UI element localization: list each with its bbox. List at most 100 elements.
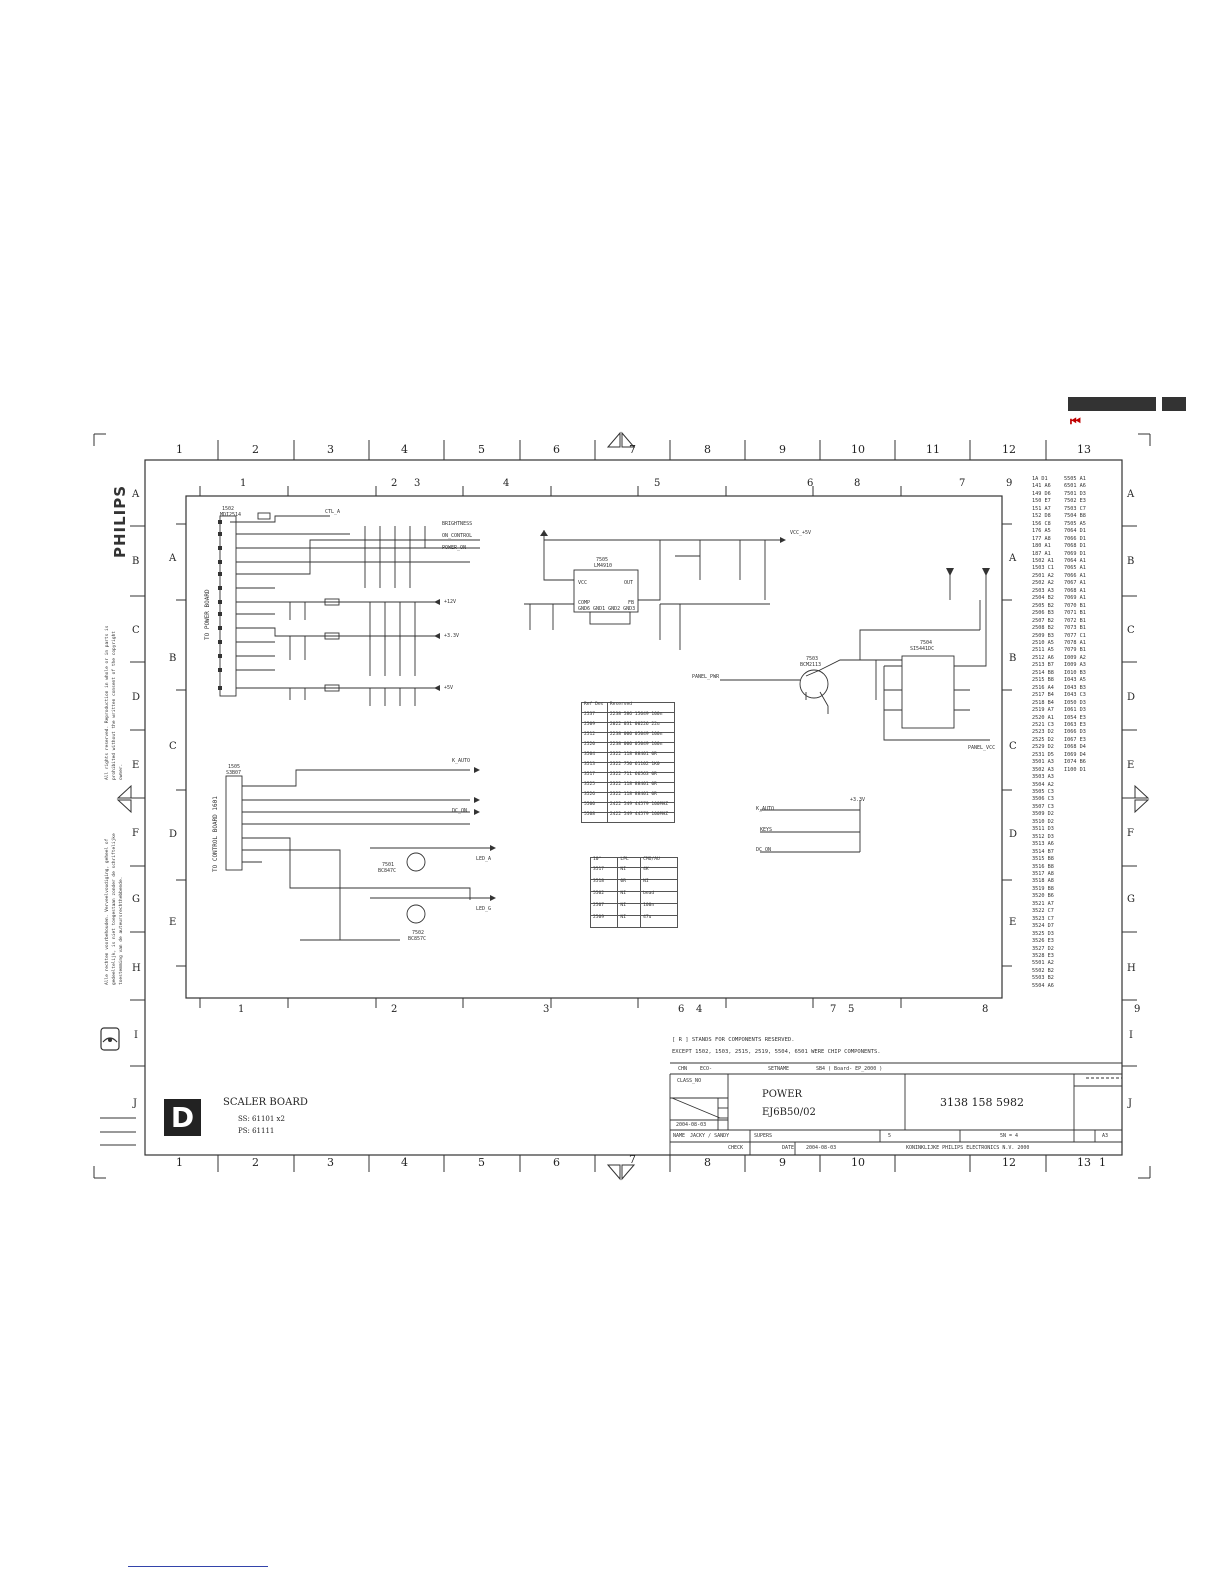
nav-button-small[interactable] — [1162, 397, 1186, 411]
ref-index-col-1: 1A D1 141 A6 149 D6 150 E7 151 A7 152 D8… — [1032, 476, 1054, 989]
grid-row-right-f: F — [1127, 828, 1134, 839]
grid-col-bottom-2: 2 — [252, 1156, 259, 1169]
grid-row-right-j: J — [1128, 1098, 1133, 1109]
q7502-part: BC857C — [408, 936, 427, 942]
grid-row-right-a: A — [1127, 489, 1135, 500]
inner-row-right-b: B — [1009, 653, 1017, 664]
inner-col-bottom-1: 1 — [238, 1004, 245, 1015]
table-cell: 3518 — [589, 879, 619, 892]
back-icon[interactable]: ⏮ — [1070, 414, 1081, 428]
nav-button-bar[interactable] — [1068, 397, 1156, 411]
table-cell: 2537 — [581, 712, 608, 723]
table-cell: 2322 118 88401 0R — [606, 752, 676, 763]
inner-row-right-d: D — [1009, 829, 1018, 840]
q7501-part: BC847C — [378, 868, 397, 874]
chn-value: ECO- — [700, 1066, 713, 1072]
table-cell: 3517 — [589, 867, 619, 880]
net-panel-pwr: PANEL_PWR — [692, 674, 720, 680]
inner-col-bottom-7: 7 — [830, 1004, 837, 1015]
q7504-part: SI5441DC — [910, 646, 935, 652]
u7505-pin-comp: COMP — [578, 600, 591, 606]
control-board-label: TO CONTROL BOARD 1601 — [212, 796, 219, 872]
document-number: 3138 158 5982 — [940, 1096, 1024, 1109]
grid-row-left-a: A — [132, 489, 140, 500]
inner-col-top-6: 6 — [807, 478, 814, 489]
net-led-g: LED_G — [476, 906, 492, 912]
table-cell: 2238 000 05049 100n — [606, 732, 676, 743]
u7505-pin-gnd: GND6 GND1 GND2 GND3 — [578, 606, 636, 612]
net-brightness: BRIGHTNESS — [442, 521, 473, 527]
copyright-line: KONINKLIJKE PHILIPS ELECTRONICS N.V. 200… — [906, 1145, 1030, 1151]
table-cell: 2509 — [581, 722, 608, 733]
inner-row-right-e: E — [1009, 917, 1017, 928]
net-k-auto-right: K_AUTO — [756, 806, 775, 812]
u7505-ref: 7505 — [596, 557, 609, 563]
inner-row-right-a: A — [1009, 553, 1017, 564]
table-cell: 47u — [640, 915, 678, 928]
ref-index-col-2: 5505 A1 6501 A6 7501 D3 7502 E3 7503 C7 … — [1064, 476, 1086, 773]
paper-size: A3 — [1102, 1133, 1109, 1139]
grid-col-bottom-8: 8 — [704, 1156, 711, 1169]
net-dc-on-left: DC_ON — [452, 808, 468, 814]
table-cell: 2422 549 44579 100MHZ — [606, 812, 676, 823]
board-ps: PS: 61111 — [238, 1127, 275, 1135]
inner-row-left-d: D — [169, 829, 178, 840]
first-date: 2004-08-03 — [676, 1122, 707, 1128]
table-cell: 2512 — [581, 732, 608, 743]
grid-row-right-d: D — [1127, 692, 1136, 703]
inner-col-bottom-2: 2 — [391, 1004, 398, 1015]
grid-col-2: 2 — [252, 443, 259, 456]
inner-col-bottom-6: 6 — [678, 1004, 685, 1015]
inner-col-bottom-5: 5 — [848, 1004, 855, 1015]
inner-col-top-8: 8 — [854, 478, 861, 489]
table-cell: 0R — [617, 879, 642, 892]
grid-col-10: 10 — [851, 443, 865, 456]
grid-col-bottom-9: 9 — [779, 1156, 786, 1169]
grid-row-right-h: H — [1127, 963, 1136, 974]
grid-col-4: 4 — [401, 443, 408, 456]
philips-shield-icon — [100, 1027, 120, 1051]
u7505-pin-vcc: VCC — [578, 580, 588, 586]
u7505-part: LM4910 — [594, 563, 613, 569]
power-board-label: TO POWER BOARD — [204, 589, 211, 640]
footer-link-underline[interactable] — [128, 1566, 268, 1567]
table-cell: 3526 — [581, 792, 608, 803]
inner-col-top-7: 7 — [959, 478, 966, 489]
grid-row-right-e: E — [1127, 760, 1135, 771]
table-cell: 5500 — [581, 802, 608, 813]
table-cell: 3517 — [581, 772, 608, 783]
table-header-cell: Reserved — [606, 702, 676, 713]
name-label: NAME — [673, 1133, 686, 1139]
net-power-on: POWER_ON — [442, 545, 467, 551]
grid-col-5: 5 — [478, 443, 485, 456]
inner-row-left-b: B — [169, 653, 177, 664]
table-cell: 2238 586 15649 100n — [606, 712, 676, 723]
table-cell: 5502 — [589, 891, 619, 904]
grid-row-left-i: I — [134, 1030, 138, 1041]
grid-row-left-g: G — [132, 894, 140, 905]
grid-col-11: 11 — [926, 443, 940, 456]
q7504-ref: 7504 — [920, 640, 933, 646]
inner-col-bottom-8: 8 — [982, 1004, 989, 1015]
inner-row-left-a: A — [169, 553, 177, 564]
net-ctl-a: CTL_A — [325, 509, 341, 515]
table-cell: 2322 750 61102 1K0 — [606, 762, 676, 773]
table-cell: 2509 — [589, 915, 619, 928]
grid-col-bottom-7: 7 — [629, 1153, 636, 1166]
grid-col-bottom-13: 13 — [1077, 1156, 1091, 1169]
net-12v: +12V — [444, 599, 457, 605]
grid-col-12: 12 — [1002, 443, 1016, 456]
board-ss: SS: 61101 x2 — [238, 1115, 285, 1123]
q7503-part: BCM2113 — [800, 662, 822, 668]
table-cell: NI — [617, 891, 642, 904]
grid-col-bottom-4: 4 — [401, 1156, 408, 1169]
u7505-pin-out: OUT — [624, 580, 634, 586]
